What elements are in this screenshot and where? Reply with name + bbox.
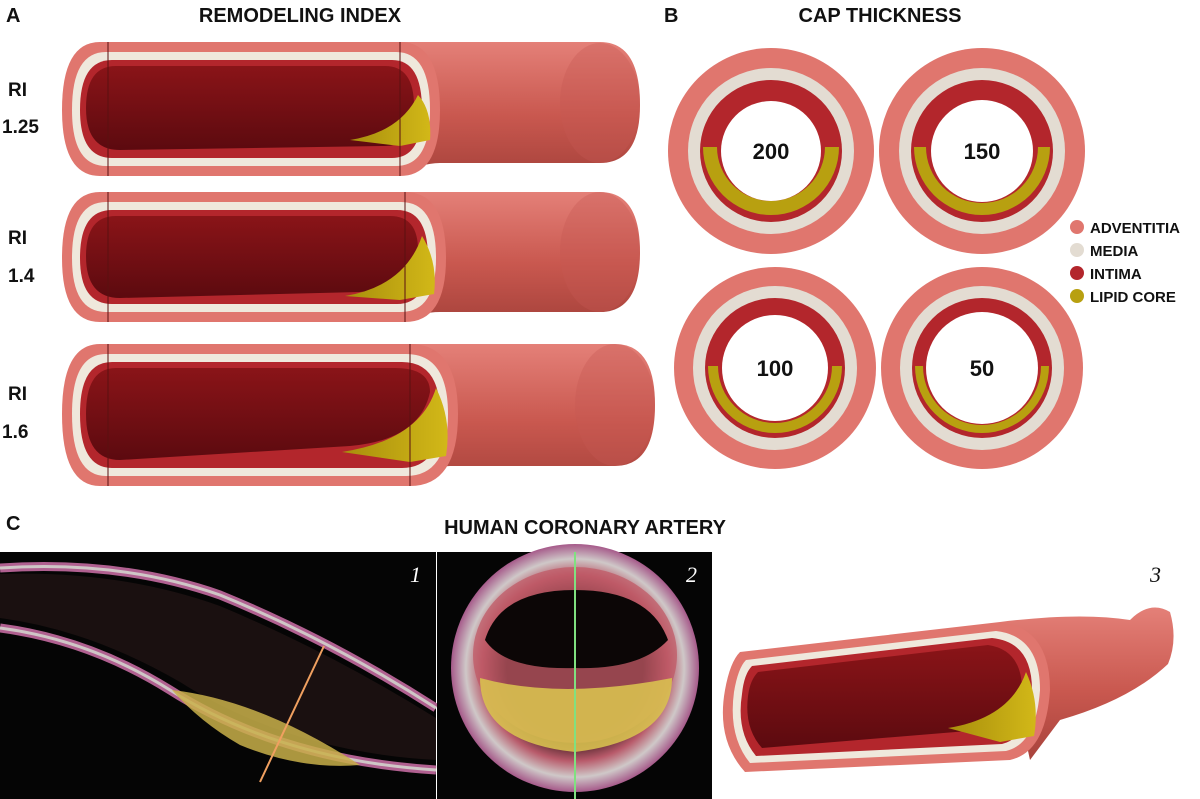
lipid-core [703,147,839,215]
vessel-ri-1-6: RI 1.6 [2,344,655,486]
vessel-lumen [86,368,430,460]
lipid-core [350,95,431,146]
legend-label: INTIMA [1090,266,1142,283]
legend-swatch [1070,243,1084,257]
lipid-core [708,366,842,433]
legend-item-lipid-core: LIPID CORE [1070,289,1176,306]
cap-value: 150 [964,139,1001,164]
panel-b-title: CAP THICKNESS [799,5,962,27]
ri-value: 1.6 [2,422,28,443]
image-number: 2 [686,562,697,587]
panel-b-letter: B [664,5,678,27]
legend-item-intima: INTIMA [1070,266,1142,283]
legend-label: ADVENTITIA [1090,220,1180,237]
legend-item-media: MEDIA [1070,243,1139,260]
vessel-lumen [747,645,1022,748]
cap-ring-100: 100 [674,267,876,469]
panel-a-title: REMODELING INDEX [199,5,402,27]
panel-c-letter: C [6,513,20,535]
vessel-lumen [86,66,414,150]
lipid-core [914,147,1050,215]
artery-3d-reconstruction: 3 [722,562,1174,772]
legend-item-adventitia: ADVENTITIA [1070,220,1180,237]
ri-label: RI [8,384,27,405]
lipid-core [915,366,1049,433]
cap-ring-50: 50 [881,267,1083,469]
vessel-outer-tube [400,42,640,176]
cap-value: 100 [757,356,794,381]
ri-label: RI [8,228,27,249]
ri-label: RI [8,80,27,101]
vessel-outer-tube [410,344,655,486]
artery-image-cross-section: 2 [437,544,712,799]
legend-label: LIPID CORE [1090,289,1176,306]
image-number: 3 [1149,562,1161,587]
artery-image-longitudinal: 1 [0,552,439,799]
cap-value: 200 [753,139,790,164]
cap-ring-200: 200 [668,48,874,254]
section-line [259,645,325,783]
lipid-core [342,388,448,462]
cap-value: 50 [970,356,994,381]
legend-swatch [1070,266,1084,280]
vessel-outer-tube [405,192,640,322]
vessel-ri-1-4: RI 1.4 [8,192,640,322]
image-number: 1 [410,562,421,587]
lipid-core [345,236,435,300]
vessel-lumen [86,216,418,298]
panel-a-letter: A [6,5,20,27]
legend: ADVENTITIA MEDIA INTIMA LIPID CORE [1070,220,1180,306]
lipid-core [948,672,1036,742]
cap-ring-150: 150 [879,48,1085,254]
lipid-core [172,690,360,766]
legend-swatch [1070,289,1084,303]
ri-value: 1.25 [2,117,39,138]
panel-c-title: HUMAN CORONARY ARTERY [444,517,727,539]
legend-label: MEDIA [1090,243,1139,260]
legend-swatch [1070,220,1084,234]
ri-value: 1.4 [8,266,35,287]
vessel-ri-1-25: RI 1.25 [2,42,640,176]
